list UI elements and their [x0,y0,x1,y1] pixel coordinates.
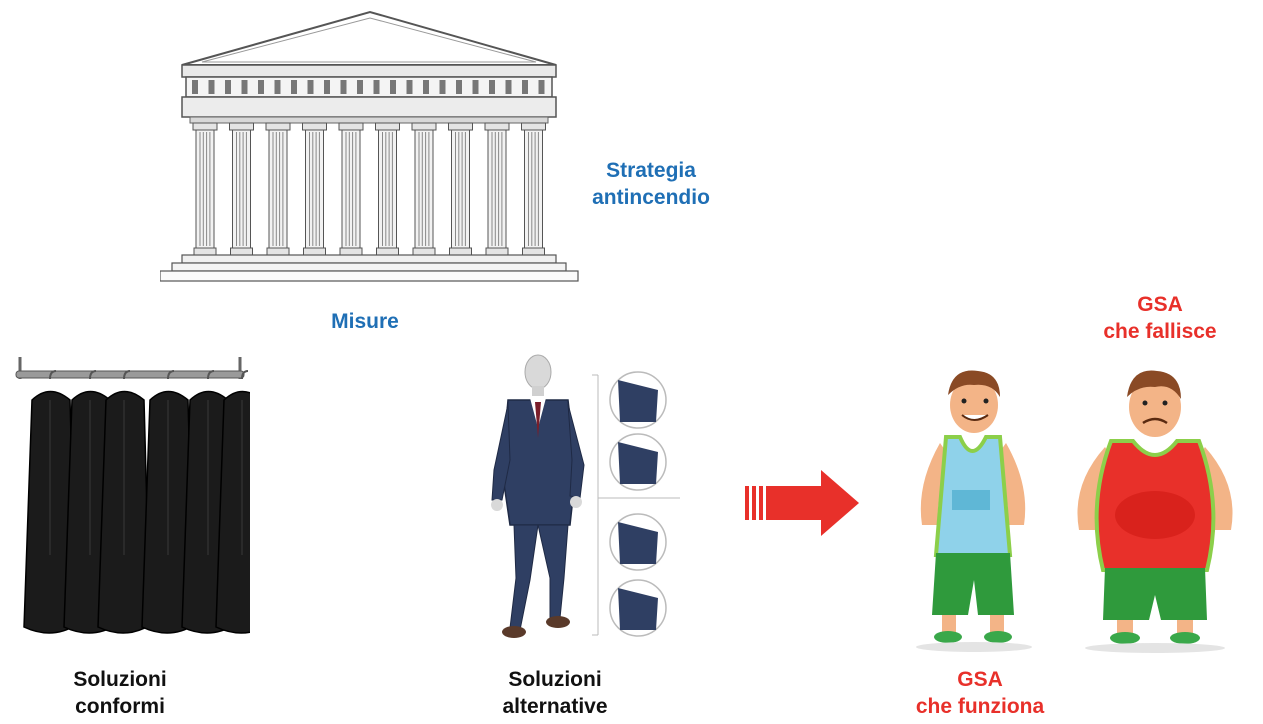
clothes-rack-icon [15,357,250,634]
alternative-label-line1: Soluzioni [508,668,602,691]
strategy-label: Strategia antincendio [566,157,736,211]
conform-label-line1: Soluzioni [73,668,167,691]
right-arrow-icon [745,470,859,536]
gsa-works-line2: che funziona [915,695,1045,718]
measures-label: Misure [305,308,425,335]
overweight-man-icon [1077,370,1233,653]
gsa-fail-line2: che fallisce [1103,320,1217,343]
alternative-label-line2: alternative [502,695,608,718]
conform-label-line2: conformi [75,695,165,718]
gsa-fail-line1: GSA [1137,293,1183,316]
alternative-solutions-label: Soluzioni alternative [480,666,630,720]
gsa-fail-label: GSA che fallisce [1075,291,1245,345]
measures-label-text: Misure [331,310,399,333]
suit-mannequin-icon [491,354,680,638]
greek-temple-icon [160,10,579,282]
strategy-label-line2: antincendio [592,186,710,209]
gsa-works-label: GSA che funziona [880,666,1080,720]
fit-man-icon [916,370,1032,652]
gsa-works-line1: GSA [957,668,1003,691]
conform-solutions-label: Soluzioni conformi [45,666,195,720]
strategy-label-line1: Strategia [606,159,696,182]
